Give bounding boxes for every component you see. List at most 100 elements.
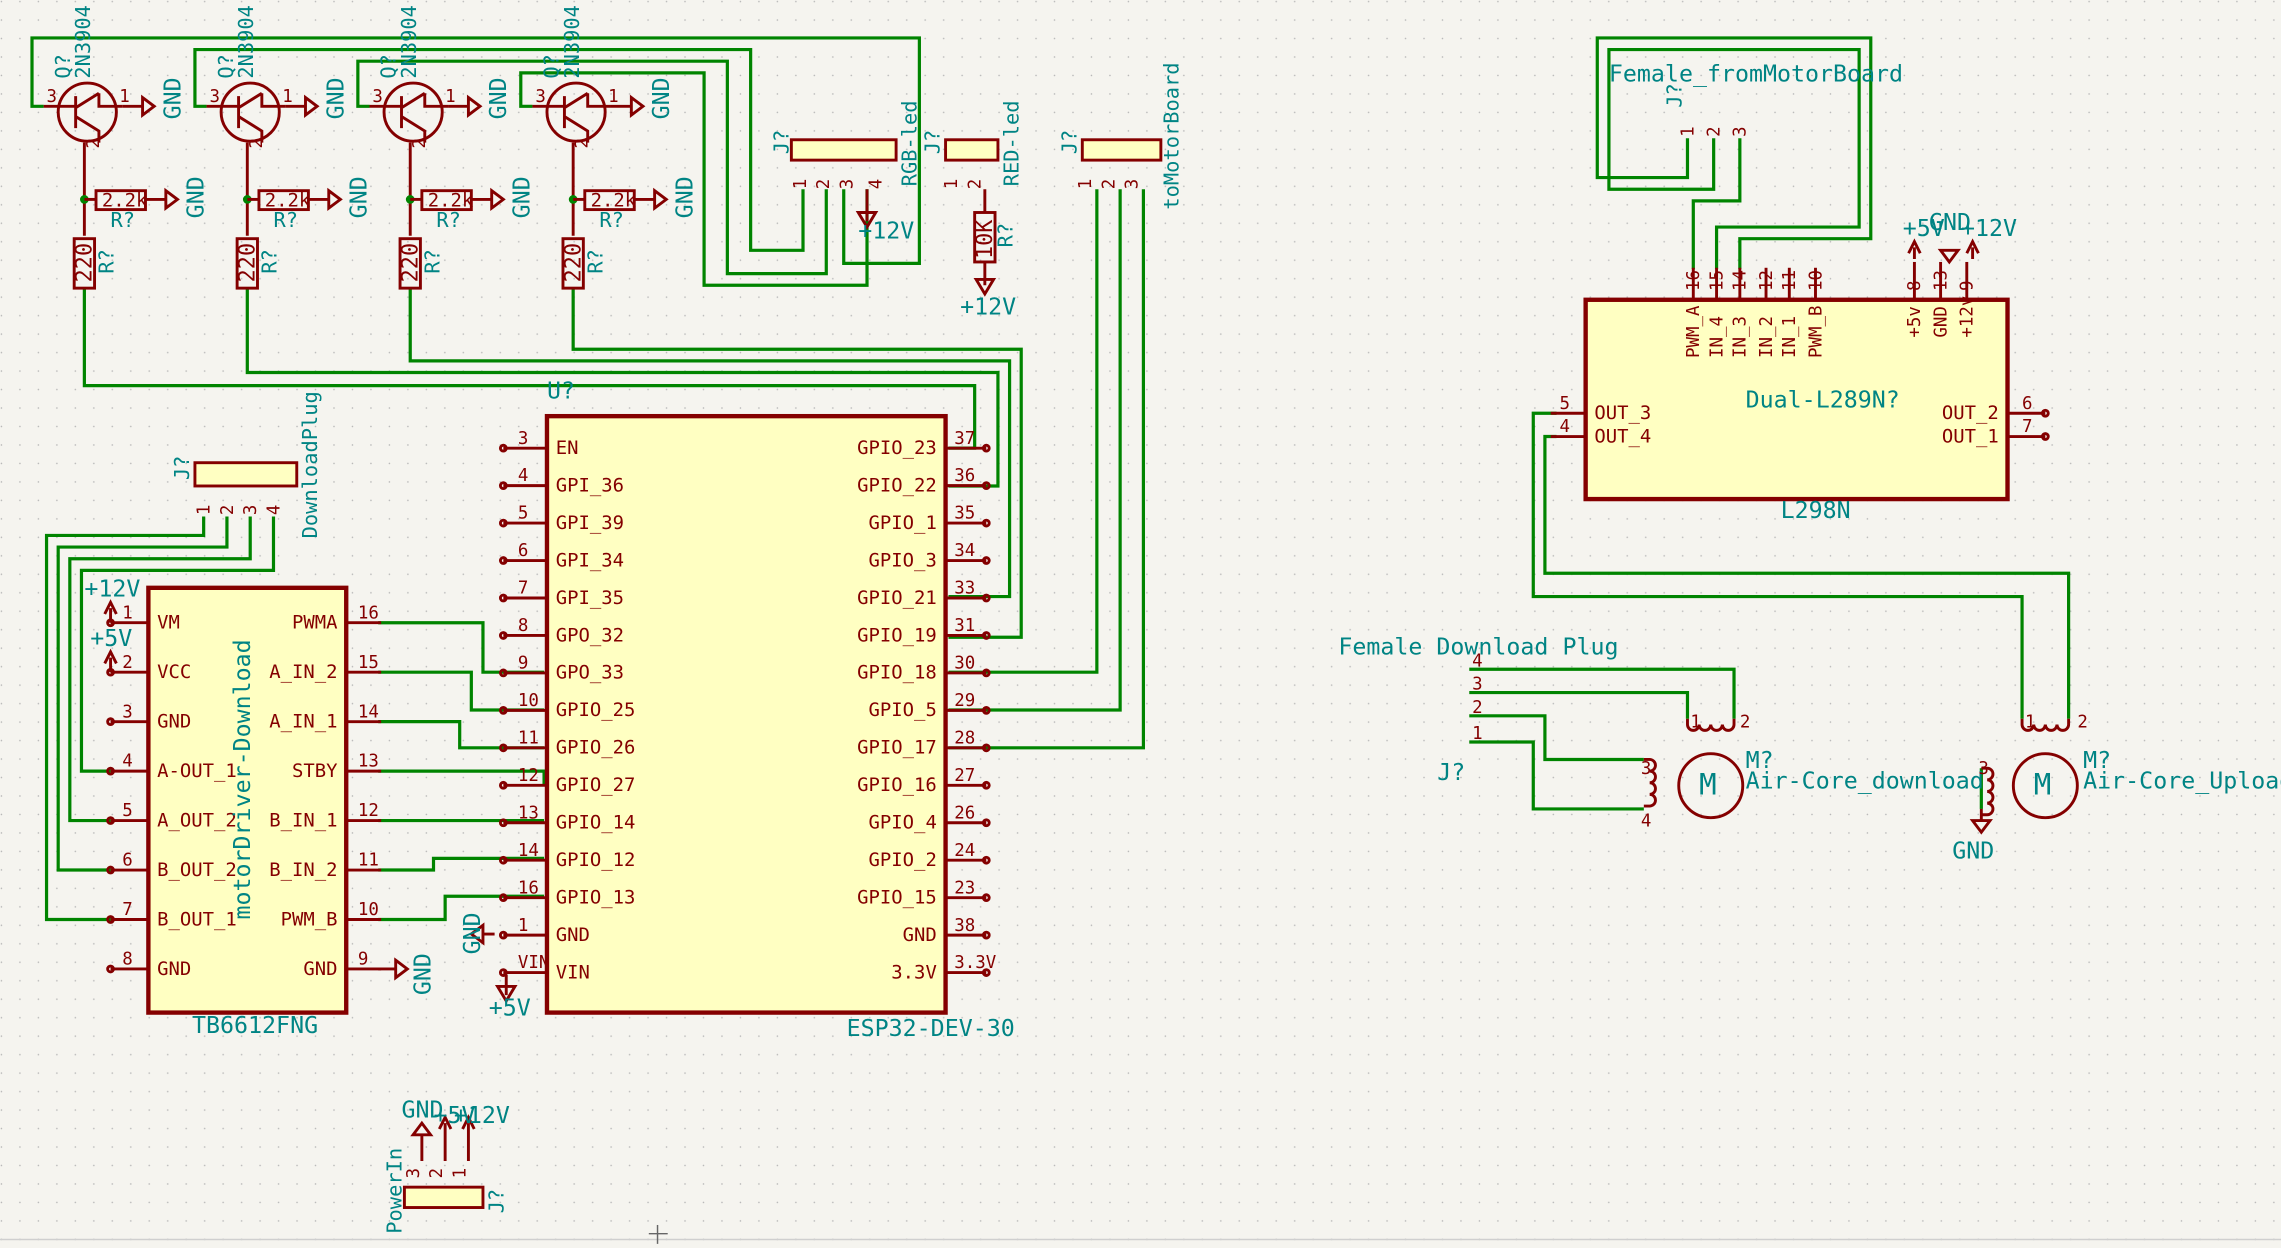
esp32-pin-end [981,893,991,903]
tb-pin-number: 2 [122,653,133,673]
gnd-icon [285,94,320,118]
esp32-pin-name: GPI_35 [556,587,624,609]
esp32-pin-name: GPIO_3 [869,549,937,571]
esp32-pin-number: 16 [518,878,539,898]
rgb-pin-3: 3 [837,179,857,190]
tb-pin-number: 3 [122,702,133,722]
esp32-pin-number: 10 [518,691,539,711]
esp32-pin-end [981,593,991,603]
rgb-12v-label: +12V [858,218,914,245]
esp32-pin-name: GPIO_27 [556,774,636,796]
esp32-pin-number: 3 [518,429,529,449]
motor-m-label-2: M [2034,767,2052,801]
esp32-pin-end [498,855,508,865]
collector-resistor-ref: R? [420,249,444,274]
rgb-led-ref: J? [769,130,793,155]
base-resistor-value: 2.2k [591,190,637,212]
transistor-pin: 1 [119,87,129,107]
l298-5v-label: +5V [1903,215,1945,242]
esp32-pin-number: 35 [954,504,975,524]
gnd-icon [448,94,483,118]
esp32-pin-end [981,443,991,453]
rgb-pin-4: 4 [867,179,887,190]
gnd-icon [308,187,343,212]
esp32-ref: U? [547,378,575,405]
tb-gnd-label: GND [410,953,437,995]
tb-pin-name: VM [157,612,180,634]
esp32-module[interactable] [544,413,948,1015]
l298-module[interactable] [1583,297,2010,502]
l298-pin-name: OUT_4 [1594,425,1651,447]
tb6612-module[interactable] [146,585,349,1015]
collector-resistor[interactable] [398,237,422,290]
power-5v-label: +5V [434,1102,476,1129]
mu-pin-3: 3 [1978,759,1989,779]
base-resistor[interactable] [583,189,636,212]
l298-pin-name: OUT_3 [1594,402,1651,424]
esp32-pin-end [498,930,508,940]
collector-resistor[interactable] [235,237,259,290]
esp-5v-label: +5V [489,995,531,1022]
esp32-pin-end [498,593,508,603]
transistor-leads [206,91,286,143]
tb-pin-number: 10 [358,900,379,920]
download-plug-value: DownloadPlug [298,391,322,538]
tb-pin-name: B_IN_1 [269,809,337,831]
esp32-pin-name: GPIO_17 [857,737,937,759]
gnd-icon [634,187,669,212]
l298-gnd-label: GND [1929,209,1971,236]
esp32-pin-end [498,968,508,977]
motor-download[interactable] [1643,718,1745,820]
rgb-led-value: RGB-led [897,100,921,186]
transistor-body [56,81,118,143]
esp32-pin-name: VIN [556,961,590,983]
esp32-pin-end [498,743,508,753]
l298-pin-number: 10 [1806,270,1826,291]
tb6612-body-label: motorDriver-Download [229,639,256,919]
tb-pin-name: PWMA [292,612,338,634]
motor-upload[interactable] [1981,718,2079,820]
esp32-pin-name: GPIO_1 [869,512,937,534]
red-led-resistor[interactable] [973,189,997,286]
female-motor-value: Female_fromMotorBoard [1609,61,1903,88]
md-pin-4: 4 [1641,811,1652,831]
esp32-pin-number: 9 [518,654,529,674]
collector-resistor[interactable] [561,237,585,290]
l298-pin-name: IN_3 [1731,316,1751,358]
l298-pins: 16PWM_A15IN_414IN_312IN_211IN_110PWM_B8+… [1550,261,2050,447]
motor-m-label: M [1699,767,1717,801]
female-motor-ref: J? [1663,83,1687,108]
collector-resistor-ref: R? [94,249,118,274]
l298-pin-number: 11 [1780,270,1800,291]
esp32-value: ESP32-DEV-30 [847,1015,1015,1042]
esp32-pin-number: 37 [954,429,975,449]
esp32-pin-end [981,556,991,565]
l298-pin-number: 16 [1684,270,1704,291]
l298-pin-name: PWM_A [1684,305,1704,358]
power-in-value: PowerIn [383,1148,407,1234]
transistor-leads [369,91,449,143]
dl-pin-3: 3 [241,505,261,516]
tb-pin-number: 6 [122,851,133,871]
collector-resistor[interactable] [72,237,97,290]
collector-resistor-ref: R? [583,249,607,274]
tb-pin-number: 9 [358,950,369,970]
tb-pin-name: VCC [157,661,191,683]
transistor-ref: Q? [214,54,238,79]
tb-pin-name: GND [303,958,337,980]
tb-pin-name: A-OUT_1 [157,760,237,782]
md-pin-2: 2 [1740,712,1751,732]
esp32-pin-end [981,518,991,528]
tb-pin-number: 13 [358,752,379,772]
base-resistor-value: 2.2k [428,190,474,212]
l298-pin-name: OUT_2 [1942,402,1999,424]
esp32-pin-end [981,706,991,715]
esp32-pin-number: 12 [518,766,539,786]
transistor-pin: 1 [445,87,456,107]
